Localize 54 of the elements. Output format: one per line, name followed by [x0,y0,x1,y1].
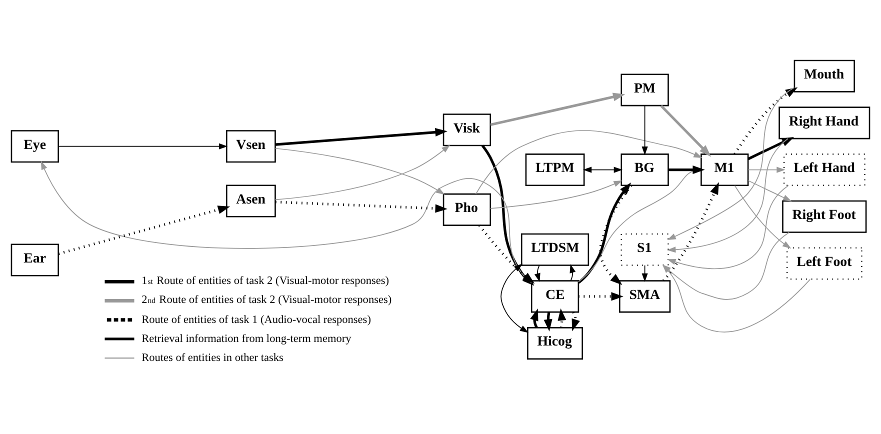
legend-label: 2nd Route of entities of task 2 (Visual-motor responses) [142,293,392,306]
node-box: Ear [10,243,59,276]
arrow [570,264,576,281]
arrow [58,205,230,254]
node-box: Left Foot [786,246,862,280]
arrow [667,138,788,252]
node-box: M1 [700,153,749,186]
node-box: Asen [226,184,276,217]
node-box: Visk [442,113,492,146]
arrow [660,104,712,156]
node-box: Pho [442,192,492,226]
arrow [572,311,580,331]
node-box: LTPM [525,153,585,186]
arrow [642,104,648,155]
node-box: Right Hand [778,106,870,139]
arrow [276,200,448,212]
node-box: Vsen [226,130,276,162]
arrow [578,292,624,300]
node-box: LTDSM [520,232,590,266]
node-box: Right Foot [782,200,867,232]
arrow [582,166,623,172]
arrow [274,144,450,200]
arrow [578,182,632,284]
node-box: Eye [10,130,59,162]
arrow [748,166,786,172]
arrow [534,264,540,282]
arrow [734,184,792,248]
node-box: CE [530,280,580,312]
arrow [500,263,529,332]
legend-label: Retrieval information from long-term memory [142,332,352,344]
arrow [530,308,538,328]
node-box: SMA [619,280,671,312]
node-box: BG [620,153,669,186]
arrow [274,147,445,194]
arrow [598,184,632,285]
node-box: Left Hand [783,153,866,186]
arrow [478,224,535,284]
arrow [734,86,798,154]
arrow [275,127,448,146]
legend-label: Routes of entities in other tasks [142,351,284,364]
arrow [490,92,626,126]
node-box: PM [620,73,669,106]
arrow [748,180,792,201]
arrow [667,86,795,240]
node-box: Mouth [794,59,855,92]
arrow [490,180,622,208]
legend-label: 1st Route of entities of task 2 (Visual-motor responses) [142,274,390,286]
node-box: S1 [620,232,669,266]
legend-label: Route of entities of task 1 (Audio-vocal responses) [142,313,371,326]
arrow [667,184,789,269]
node-box: Hicog [527,326,583,360]
arrow [58,142,228,149]
arrow [748,136,794,160]
arrow [40,160,532,283]
